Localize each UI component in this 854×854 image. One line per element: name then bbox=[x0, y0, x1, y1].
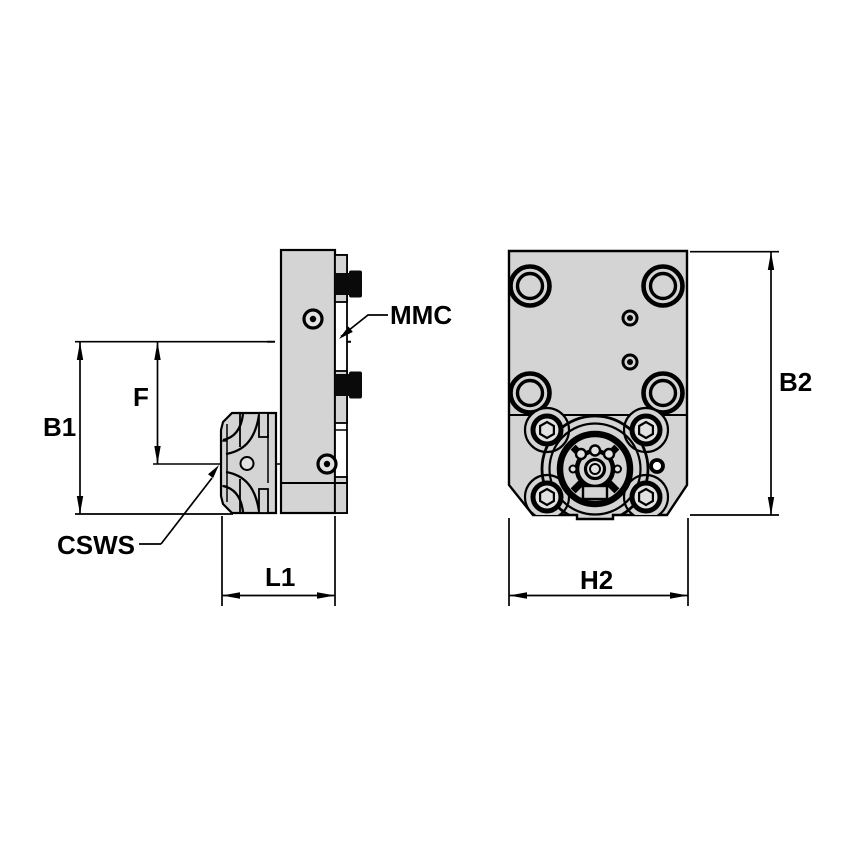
arrow-left-icon bbox=[509, 592, 527, 599]
bolt-head bbox=[349, 270, 362, 298]
flange-screw-bottom-left-icon bbox=[530, 480, 564, 514]
hole-outer-ring bbox=[508, 371, 552, 415]
dimension-l1: L1 bbox=[221, 516, 336, 606]
f-label: F bbox=[133, 382, 149, 412]
hole-inner-ring bbox=[515, 271, 545, 301]
coupling-lobe-small bbox=[568, 464, 578, 474]
hole-outer-ring bbox=[641, 264, 685, 308]
arrow-right-icon bbox=[670, 592, 688, 599]
coupling-lobe bbox=[588, 444, 602, 457]
csws-label: CSWS bbox=[57, 530, 135, 560]
center-bore bbox=[589, 463, 601, 475]
flange-screw-top-left-icon bbox=[530, 413, 564, 447]
callout-csws: CSWS bbox=[57, 465, 219, 560]
drive-key-slot bbox=[581, 484, 609, 501]
hex-socket-icon bbox=[538, 420, 556, 440]
flange-screw-bottom-right-icon bbox=[629, 480, 663, 514]
callout-mmc: MMC bbox=[339, 300, 452, 339]
l1-label: L1 bbox=[265, 562, 295, 592]
hole-inner-ring bbox=[648, 378, 678, 408]
pin-ring bbox=[621, 353, 639, 371]
mount-hole-bottom-right-icon bbox=[641, 371, 685, 415]
insert-pocket-top-inner bbox=[222, 413, 245, 442]
insert-slot-bottom bbox=[258, 488, 269, 514]
dimension-h2: H2 bbox=[508, 518, 689, 606]
left-view: B1 F L1 MMC CSWS bbox=[43, 248, 452, 606]
boss-circle bbox=[548, 422, 642, 516]
arrow-left-icon bbox=[222, 592, 240, 599]
insert-pocket-bottom-outer bbox=[225, 470, 261, 512]
screw-dot bbox=[309, 315, 317, 323]
center-bore-ring bbox=[583, 457, 607, 481]
dimension-b1: B1 bbox=[43, 342, 84, 514]
mount-hole-top-right-icon bbox=[641, 264, 685, 308]
cutter-head-side bbox=[219, 411, 278, 515]
b1-label: B1 bbox=[43, 412, 76, 442]
hex-socket-icon bbox=[637, 420, 655, 440]
coupling-lobe-small bbox=[613, 464, 622, 474]
arrow-icon bbox=[208, 465, 219, 479]
coupling-ring bbox=[556, 430, 634, 508]
arrow-up-icon bbox=[76, 342, 84, 360]
arrow-down-icon bbox=[154, 446, 161, 464]
coupling-spoke bbox=[570, 480, 584, 494]
insert-pocket-top-outer bbox=[225, 414, 261, 456]
coupling-lobe bbox=[602, 447, 616, 461]
set-screw-upper-icon bbox=[302, 308, 324, 330]
insert-pocket-bottom-inner bbox=[222, 484, 245, 513]
mount-hole-top-left-icon bbox=[508, 264, 552, 308]
coolant-hole-icon bbox=[649, 458, 665, 474]
dimension-b2: B2 bbox=[690, 250, 812, 516]
h2-label: H2 bbox=[580, 565, 613, 595]
insert-slot-top bbox=[258, 412, 269, 438]
mount-hole-bottom-left-icon bbox=[508, 371, 552, 415]
arrow-down-icon bbox=[767, 497, 775, 515]
bolt-collar bbox=[335, 273, 349, 295]
screw-dot bbox=[323, 460, 331, 468]
flange-screw-top-right-icon bbox=[629, 413, 663, 447]
hole-inner-ring bbox=[648, 271, 678, 301]
csws-leader-line bbox=[160, 477, 213, 545]
tool-body-side bbox=[279, 248, 362, 515]
clamp-bolt-bottom-icon bbox=[335, 371, 362, 399]
hex-socket-icon bbox=[538, 487, 556, 507]
screw-head-ring bbox=[629, 413, 663, 447]
cutter-hub-hole bbox=[239, 456, 255, 471]
set-screw-lower-icon bbox=[316, 453, 338, 475]
mmc-label: MMC bbox=[390, 300, 452, 330]
dimension-f: F bbox=[133, 342, 161, 464]
pin-hole-upper-icon bbox=[621, 309, 639, 327]
screw-head-ring bbox=[530, 480, 564, 514]
clamp-bolt-top-icon bbox=[335, 270, 362, 298]
boss-outer-circle bbox=[540, 414, 650, 519]
arrow-up-icon bbox=[767, 252, 775, 270]
bolt-head bbox=[349, 371, 362, 399]
pin-ring bbox=[621, 309, 639, 327]
screw-head-ring bbox=[629, 480, 663, 514]
hex-socket-icon bbox=[637, 487, 655, 507]
arrow-up-icon bbox=[154, 342, 161, 360]
pin-dot bbox=[627, 359, 633, 365]
b2-label: B2 bbox=[779, 367, 812, 397]
right-view: B2 H2 bbox=[507, 249, 812, 606]
pin-dot bbox=[627, 315, 633, 321]
coupling-spoke bbox=[606, 480, 620, 494]
coupling-lobe bbox=[574, 447, 588, 461]
bolt-collar bbox=[335, 374, 349, 396]
arrow-right-icon bbox=[317, 592, 335, 599]
clamp-tab-bottom bbox=[334, 476, 348, 514]
spindle-boss-front bbox=[523, 406, 670, 519]
arrow-down-icon bbox=[76, 496, 84, 514]
hole-outer-ring bbox=[641, 371, 685, 415]
screw-head-ring bbox=[530, 413, 564, 447]
pin-hole-lower-icon bbox=[621, 353, 639, 371]
hole-inner-ring bbox=[515, 378, 545, 408]
arrow-icon bbox=[339, 326, 353, 339]
hole-outer-ring bbox=[508, 264, 552, 308]
